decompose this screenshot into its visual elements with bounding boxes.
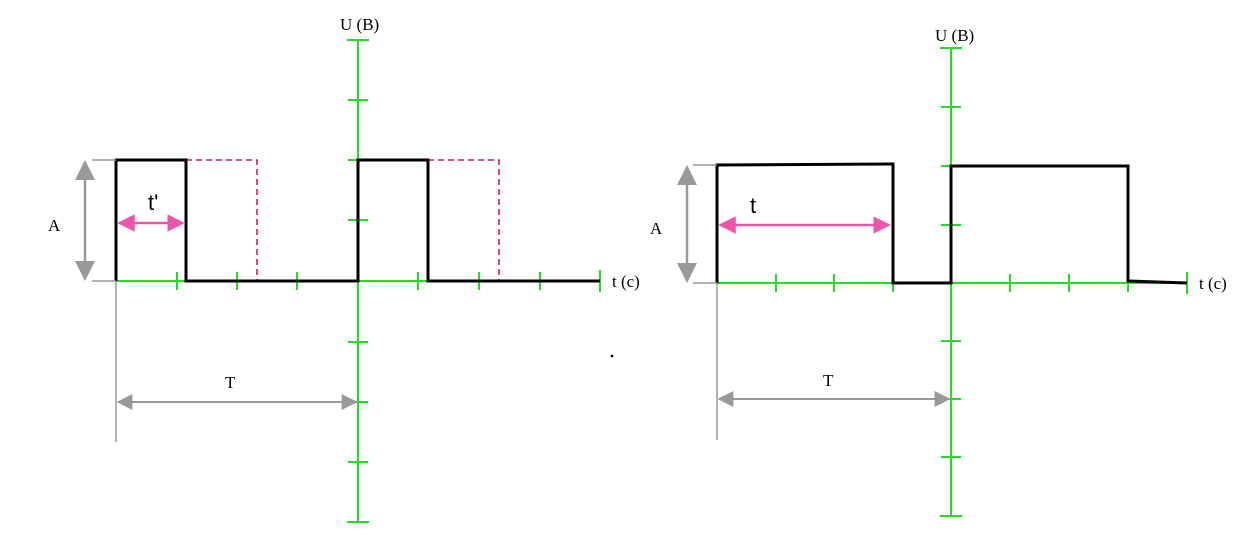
left-diagram: A T t' U (B) t (c) [48, 15, 640, 523]
right-amplitude-dimension [677, 164, 717, 284]
right-signal [715, 162, 1188, 285]
left-period-dimension [115, 281, 358, 442]
left-amplitude-dimension [75, 159, 116, 282]
left-signal [114, 158, 600, 283]
right-period-label: T [823, 371, 834, 390]
stray-dot [610, 354, 614, 358]
right-diagram: A T t U (B) t (c) [650, 26, 1227, 517]
left-dashed-signal [186, 159, 258, 281]
right-amplitude-label: A [650, 219, 663, 238]
left-period-label: T [225, 373, 236, 392]
left-x-axis-label: t (c) [612, 272, 640, 291]
right-x-axis-label: t (c) [1199, 274, 1227, 293]
left-dashed-signal-2 [428, 159, 500, 281]
right-pulse-width-label: t [750, 193, 756, 218]
left-pulse-width-label: t' [148, 190, 158, 215]
left-y-axis-label: U (B) [340, 15, 379, 34]
left-amplitude-label: A [48, 216, 61, 235]
right-y-axis-label: U (B) [935, 26, 974, 45]
right-period-dimension [716, 283, 951, 440]
